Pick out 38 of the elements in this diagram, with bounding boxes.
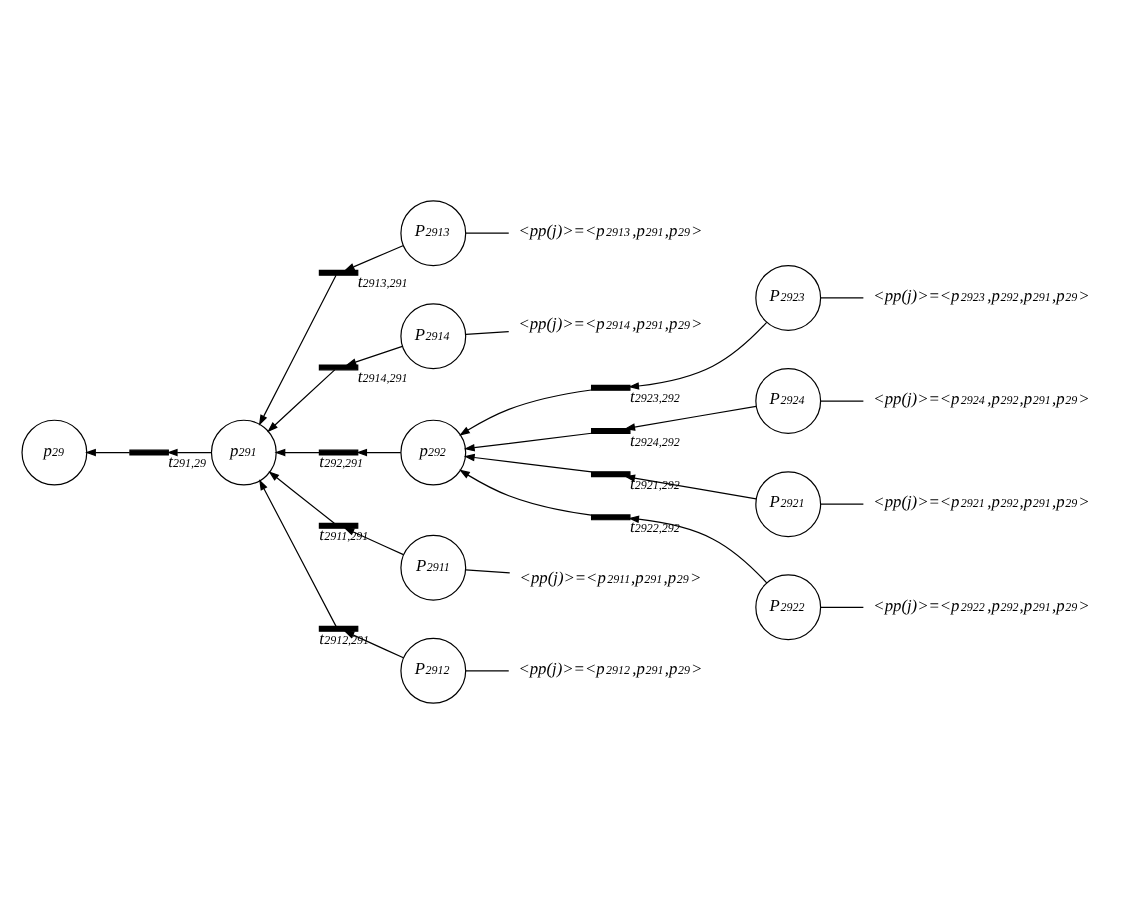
connector [465, 330, 510, 334]
arrow [343, 629, 404, 658]
arrow [356, 447, 402, 456]
node-bar [318, 624, 359, 631]
connector [465, 231, 510, 233]
arrow [463, 452, 593, 472]
node-bar [591, 427, 631, 433]
arrow [258, 273, 337, 425]
arrow [268, 470, 335, 523]
arrow [459, 388, 592, 435]
arrow [343, 244, 404, 270]
node-bar [318, 268, 359, 275]
node-bar [591, 470, 631, 477]
arrow [628, 320, 768, 389]
arrow [624, 473, 757, 499]
node-bar [318, 363, 359, 370]
arrow [628, 514, 768, 583]
node-bar [318, 448, 359, 455]
arrow [259, 478, 337, 626]
connector [820, 605, 864, 607]
connector [820, 502, 864, 504]
node-bar [318, 521, 359, 528]
arrow [85, 447, 131, 456]
arrow [459, 468, 592, 515]
arrow [343, 526, 404, 555]
arrow [267, 368, 336, 432]
node-bar [591, 513, 631, 520]
connector [465, 568, 511, 573]
arrow [166, 447, 212, 456]
arrow [463, 431, 593, 451]
node-bar [591, 383, 631, 390]
connector [465, 669, 510, 671]
arrow [274, 447, 320, 456]
connector [820, 296, 864, 298]
arrow [624, 404, 757, 430]
arrow [345, 344, 403, 365]
connector [820, 399, 864, 401]
node-bar [129, 448, 169, 455]
